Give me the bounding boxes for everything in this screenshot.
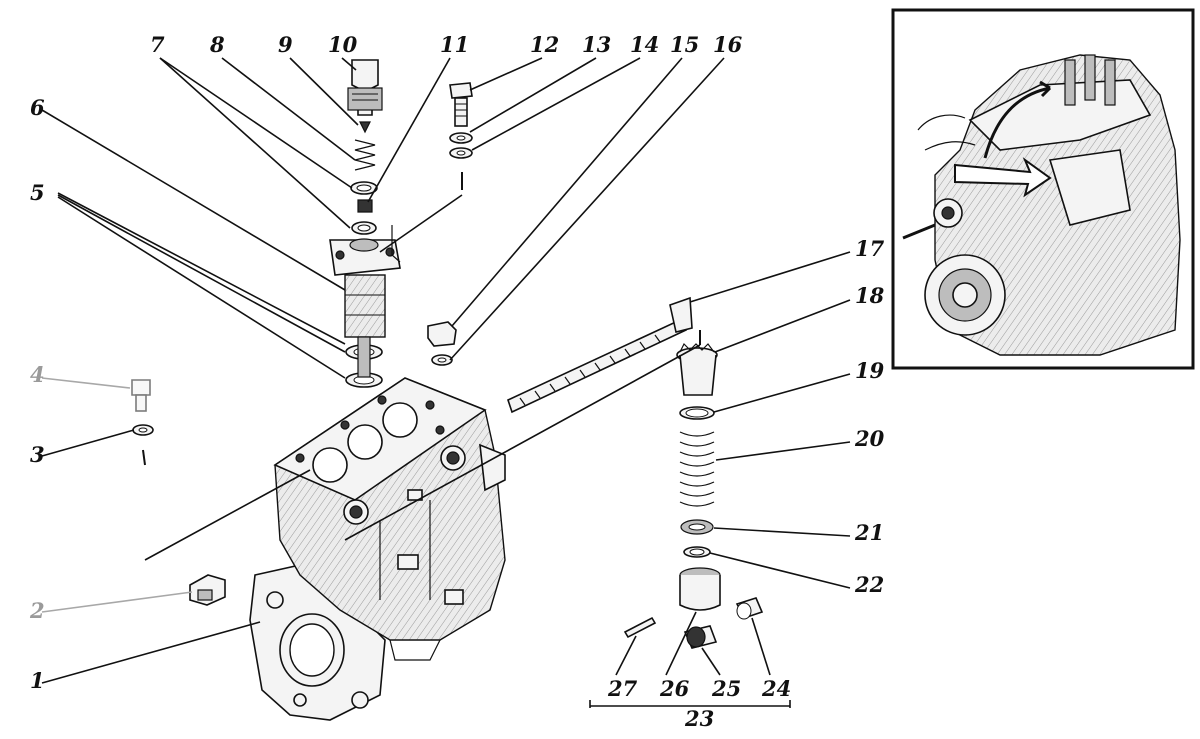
part-4-bleed-screw [131, 379, 151, 412]
callout-label-11: 11 [440, 32, 469, 57]
part-19-upper-spring-seat [679, 406, 715, 420]
callout-label-7: 7 [150, 32, 165, 57]
callout-label-26: 26 [659, 676, 690, 701]
callout-label-21: 21 [854, 520, 884, 545]
part-20-plunger-spring [679, 431, 715, 507]
callout-label-24: 24 [761, 676, 791, 701]
part-15-plug [427, 321, 457, 347]
callout-label-17: 17 [855, 236, 885, 261]
callout-label-12: 12 [530, 32, 559, 57]
part-24-bushing [735, 597, 764, 620]
part-16-washer [431, 354, 453, 366]
callout-label-25: 25 [711, 676, 741, 701]
callout-label-10: 10 [328, 32, 358, 57]
callout-label-19: 19 [855, 358, 885, 383]
callout-label-13: 13 [582, 32, 611, 57]
callout-label-20: 20 [854, 426, 885, 451]
callout-label-18: 18 [855, 283, 885, 308]
part-17-control-rack [507, 296, 701, 414]
group-bracket-23 [589, 700, 791, 708]
part-27-pin [623, 616, 657, 639]
callout-label-23: 23 [684, 706, 714, 731]
leader-lines [41, 57, 851, 684]
part-18-control-sleeve [676, 342, 718, 396]
part-3-washer [132, 424, 154, 466]
callout-label-5: 5 [30, 180, 45, 205]
part-26-tappet [679, 567, 721, 611]
plunger-assembly [329, 59, 401, 388]
callout-label-2: 2 [29, 598, 45, 623]
engine-inset [891, 8, 1195, 370]
part-25-roller [683, 625, 718, 649]
callout-label-8: 8 [209, 32, 225, 57]
part-21-lower-spring-seat [680, 519, 714, 535]
part-12-bolt [449, 82, 473, 127]
callout-label-6: 6 [30, 95, 45, 120]
part-13-14-washers [449, 132, 473, 190]
callout-label-1: 1 [30, 668, 45, 693]
callout-label-3: 3 [30, 442, 45, 467]
callout-label-16: 16 [713, 32, 743, 57]
callout-label-4: 4 [30, 362, 45, 387]
callout-label-9: 9 [278, 32, 293, 57]
callout-label-14: 14 [630, 32, 659, 57]
callout-label-15: 15 [670, 32, 699, 57]
part-22-shim [683, 546, 711, 558]
callout-label-27: 27 [607, 676, 638, 701]
callout-label-22: 22 [854, 572, 884, 597]
part-1-pump-housing [249, 377, 506, 721]
part-2-plug [189, 574, 226, 606]
